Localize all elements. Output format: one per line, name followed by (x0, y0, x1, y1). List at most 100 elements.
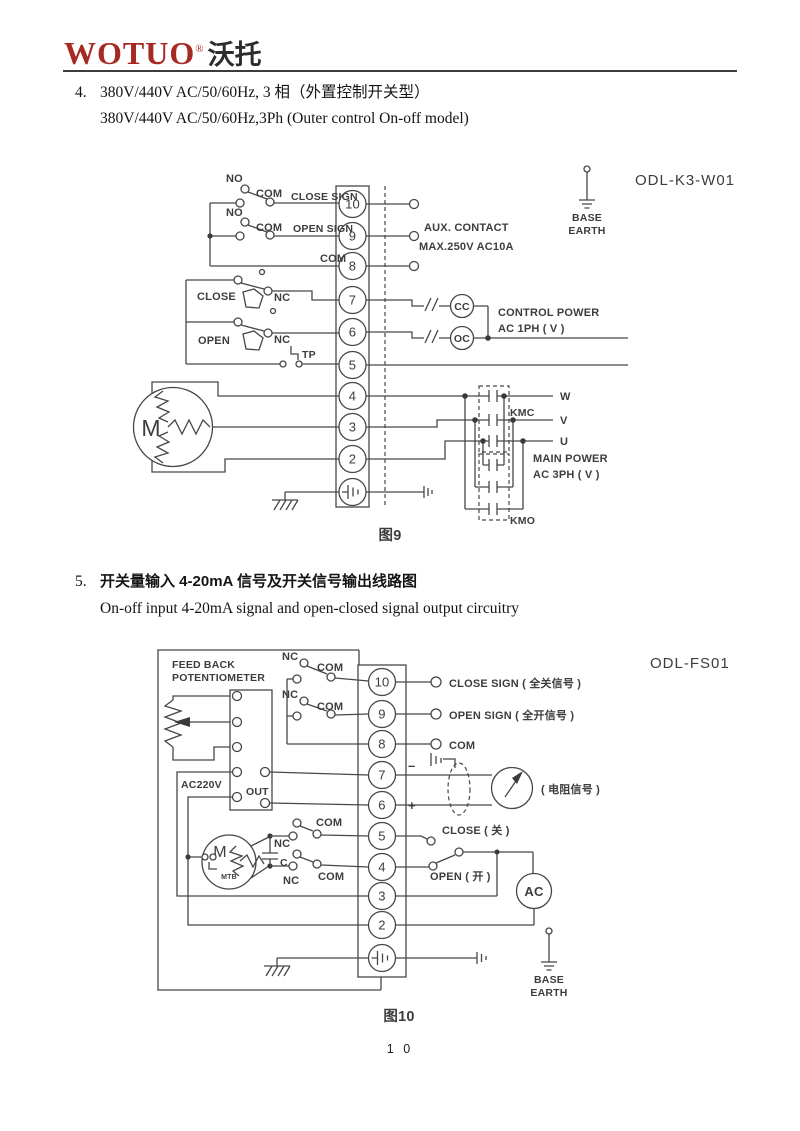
main-power-label1: MAIN POWER (533, 453, 608, 465)
terminal-9: 9 (378, 707, 385, 722)
main-power-label2: AC 3PH ( V ) (533, 469, 600, 481)
terminal-3: 3 (349, 420, 356, 435)
com-label-2: COM (256, 222, 282, 234)
nc-label-1: NC (282, 651, 298, 663)
com-label-1: COM (256, 188, 282, 200)
registered-mark-icon: ® (195, 43, 204, 55)
meter-icon (490, 766, 534, 810)
wiper-arrow-icon (174, 717, 190, 727)
actuator-enclosure-box (157, 649, 382, 991)
section4-heading: 4. 380V/440V AC/50/60Hz, 3 相（外置控制开关型） (75, 80, 430, 102)
figure9-model: ODL-K3-W01 (635, 172, 735, 189)
terminal-6: 6 (349, 325, 356, 340)
ac220v-label: AC220V (181, 779, 222, 791)
nc-label-3: NC (274, 838, 290, 850)
section4-title-cn: 380V/440V AC/50/60Hz, 3 相（外置控制开关型） (100, 84, 430, 101)
section5-subtitle: On-off input 4-20mA signal and open-clos… (100, 600, 519, 618)
no-label-2: NO (226, 207, 243, 219)
terminal-10: 10 (345, 197, 360, 212)
tp-label: TP (302, 349, 316, 361)
figure10-model: ODL-FS01 (650, 655, 730, 672)
terminal-strip: 10 9 8 7 6 5 4 3 2 (357, 664, 407, 978)
ground-terminal-icon (367, 943, 397, 973)
main-power-contactors: W V U KMC KMO MAIN POWER AC 3PH ( V ) (366, 385, 608, 527)
aux-contact-label2: MAX.250V AC10A (419, 241, 514, 253)
phase-w-label: W (560, 391, 571, 403)
figure10-caption: 图10 (383, 1008, 414, 1025)
nc-label-2: NC (282, 689, 298, 701)
shield-ground-icon (430, 753, 456, 768)
figure10-diagram: ODL-FS01 10 9 8 7 6 5 4 3 2 FEED BACK PO… (157, 649, 730, 1025)
shielded-cable-icon (447, 762, 471, 816)
ac-source-label: AC (524, 884, 544, 899)
out-label: OUT (246, 786, 269, 798)
terminal-strip: 10 9 8 7 6 5 4 3 2 (335, 185, 370, 508)
base-earth-label1: BASE (572, 212, 602, 224)
no-label-1: NO (226, 173, 243, 185)
feedback-label2: POTENTIOMETER (172, 672, 265, 684)
winding-icon (228, 845, 245, 877)
capacitor-icon (262, 836, 278, 866)
terminal-9: 9 (349, 229, 356, 244)
base-earth-label2: EARTH (530, 987, 567, 999)
page-number: 1 0 (386, 1042, 414, 1056)
figure9-ground-wiring (272, 486, 433, 511)
section4-number: 4. (75, 84, 87, 101)
base-earth-label1: BASE (534, 974, 564, 986)
terminal-5: 5 (378, 829, 385, 844)
control-coils: CC OC CONTROL POWER AC 1PH ( V ) (366, 293, 628, 366)
cc-coil-label: CC (454, 301, 470, 313)
nc-label-1: NC (274, 292, 290, 304)
figure9-diagram: ODL-K3-W01 BASE EARTH 10 9 8 7 6 5 4 3 2 (132, 165, 735, 544)
winding-icon (239, 853, 265, 869)
terminal-8: 8 (349, 259, 356, 274)
tp-thermal-icon (290, 346, 299, 360)
section4-title-en: 380V/440V AC/50/60Hz,3Ph (Outer control … (100, 110, 469, 127)
close-sign-label: CLOSE SIGN (291, 191, 358, 203)
base-earth-symbol: BASE EARTH (568, 165, 605, 237)
brand-name: WOTUO (64, 35, 196, 71)
winding-icon (153, 431, 171, 464)
terminal-7: 7 (349, 293, 356, 308)
kmc-contactor-box (478, 385, 510, 453)
command-switches: CLOSE ( 关 ) OPEN ( 开 ) AC (395, 823, 553, 926)
potentiometer-resistor-icon (163, 699, 184, 748)
motor-circuit: M MTB C NC COM NC COM (185, 817, 369, 890)
phase-v-label: V (560, 415, 568, 427)
brand-name-cn: 沃托 (207, 40, 262, 70)
terminal-4: 4 (378, 860, 385, 875)
ground-terminal-icon (338, 477, 367, 507)
aux-contact-label1: AUX. CONTACT (424, 222, 509, 234)
limit-switches: CLOSE NC OPEN NC TP (185, 268, 339, 368)
motor-label: M (141, 415, 160, 441)
com-label-4: COM (318, 871, 344, 883)
figure9-caption: 图9 (379, 527, 402, 544)
base-earth-label2: EARTH (568, 225, 605, 237)
kmc-label: KMC (510, 407, 535, 419)
terminal-4: 4 (349, 389, 356, 404)
control-power-label2: AC 1PH ( V ) (498, 323, 565, 335)
winding-icon (153, 390, 171, 423)
figure10-ground-wiring (264, 952, 487, 977)
signal-outputs: CLOSE SIGN ( 全关信号 ) OPEN SIGN ( 全开信号 ) C… (395, 676, 581, 752)
section5-title-en: On-off input 4-20mA signal and open-clos… (100, 600, 519, 617)
header-divider (63, 70, 737, 72)
com-label-3: COM (316, 817, 342, 829)
com-output-label: COM (449, 740, 475, 752)
control-power-label1: CONTROL POWER (498, 307, 599, 319)
close-sign-label: CLOSE SIGN ( 全关信号 ) (449, 676, 581, 690)
open-sign-label: OPEN SIGN ( 全开信号 ) (449, 708, 574, 722)
base-earth-symbol: BASE EARTH (530, 927, 567, 999)
nc-label-2: NC (274, 334, 290, 346)
section5-heading: 5.开关量输入 4-20mA 信号及开关信号输出线路图 (75, 570, 417, 591)
open-label: OPEN (198, 335, 230, 347)
brand-logo: WOTUO®沃托 (64, 33, 262, 72)
terminal-2: 2 (349, 452, 356, 467)
winding-icon (167, 418, 211, 436)
com-label-1: COM (317, 662, 343, 674)
phase-u-label: U (560, 436, 568, 448)
open-cam-icon (242, 330, 264, 351)
close-switch-label: CLOSE ( 关 ) (442, 823, 510, 837)
terminal-7: 7 (378, 768, 385, 783)
terminal-10: 10 (375, 675, 390, 690)
